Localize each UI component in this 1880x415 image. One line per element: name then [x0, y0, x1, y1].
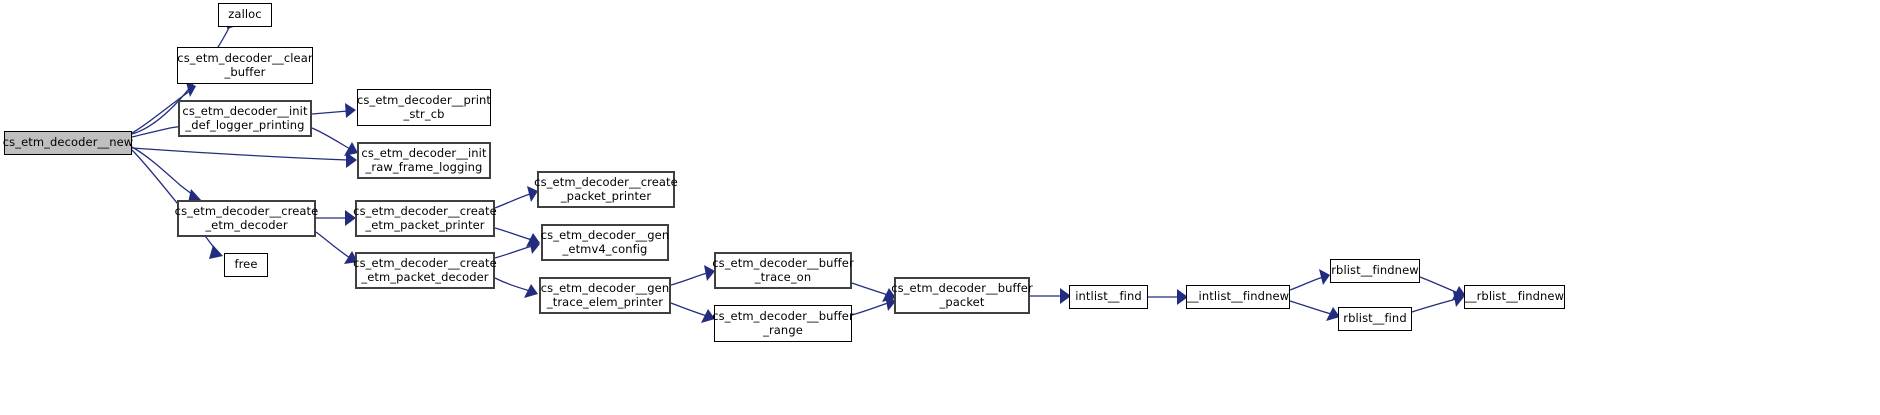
graph-node-cs-etm-decoder-create-packet-printer[interactable]: cs_etm_decoder__create _packet_printer [534, 171, 678, 208]
graph-node-intlist-find[interactable]: intlist__find [1069, 285, 1148, 309]
call-edge-n13-n15 [851, 282, 896, 302]
call-edge-n6-n9 [315, 231, 358, 264]
call-edge-n9-n12 [494, 277, 538, 298]
graph-node-free[interactable]: free [224, 253, 268, 277]
graph-node-cs-etm-decoder-create-etm-packet-printer[interactable]: cs_etm_decoder__create _etm_packet_print… [353, 200, 497, 237]
graph-node-cs-etm-decoder-clear-buffer[interactable]: cs_etm_decoder__clear _buffer [177, 47, 313, 84]
call-edge-n14-n15 [851, 295, 896, 316]
graph-node--intlist-findnew[interactable]: __intlist__findnew [1186, 285, 1290, 309]
call-edge-n3-n5 [311, 127, 358, 156]
graph-node--rblist-findnew[interactable]: __rblist__findnew [1464, 285, 1565, 309]
graph-node-zalloc[interactable]: zalloc [218, 3, 272, 27]
call-edge-n12-n14 [670, 302, 715, 323]
graph-node-cs-etm-decoder-create-etm-decoder[interactable]: cs_etm_decoder__create _etm_decoder [175, 200, 318, 237]
graph-node-cs-etm-decoder-gen-etmv4-config[interactable]: cs_etm_decoder__gen _etmv4_config [541, 224, 669, 261]
graph-node-cs-etm-decoder-new[interactable]: cs_etm_decoder__new [3, 131, 133, 155]
call-edge-n12-n13 [670, 265, 715, 286]
call-edge-n3-n4 [311, 103, 356, 118]
graph-node-cs-etm-decoder-create-etm-packet-decoder[interactable]: cs_etm_decoder__create _etm_packet_decod… [353, 252, 497, 289]
graph-node-cs-etm-decoder-buffer-packet[interactable]: cs_etm_decoder__buffer _packet [891, 277, 1033, 314]
graph-node-cs-etm-decoder-buffer-trace-on[interactable]: cs_etm_decoder__buffer _trace_on [712, 252, 854, 289]
graph-node-rblist-findnew[interactable]: rblist__findnew [1330, 259, 1420, 283]
call-edge-n6-n8 [316, 210, 356, 226]
graph-node-cs-etm-decoder-print-str-cb[interactable]: cs_etm_decoder__print _str_cb [357, 89, 491, 126]
call-edge-n17-n18 [1289, 269, 1330, 291]
call-edge-n19-n20 [1411, 291, 1464, 313]
call-edge-n8-n10 [494, 186, 538, 209]
call-edge-n0-n2 [131, 82, 196, 134]
call-edge-n15-n16 [1030, 288, 1071, 304]
call-edge-n17-n19 [1289, 300, 1340, 321]
call-edge-n0-n6 [131, 146, 202, 203]
call-edge-n0-n5 [131, 147, 357, 168]
graph-node-cs-etm-decoder-init-raw-frame-logging[interactable]: cs_etm_decoder__init _raw_frame_logging [357, 142, 491, 179]
graph-node-cs-etm-decoder-init-def-logger-printing[interactable]: cs_etm_decoder__init _def_logger_printin… [178, 100, 312, 137]
graph-node-cs-etm-decoder-gen-trace-elem-printer[interactable]: cs_etm_decoder__gen _trace_elem_printer [539, 277, 671, 314]
call-edge-n9-n11 [494, 238, 540, 259]
graph-node-cs-etm-decoder-buffer-range[interactable]: cs_etm_decoder__buffer _range [712, 305, 854, 342]
call-edge-n16-n17 [1148, 289, 1188, 305]
graph-node-rblist-find[interactable]: rblist__find [1338, 307, 1412, 331]
